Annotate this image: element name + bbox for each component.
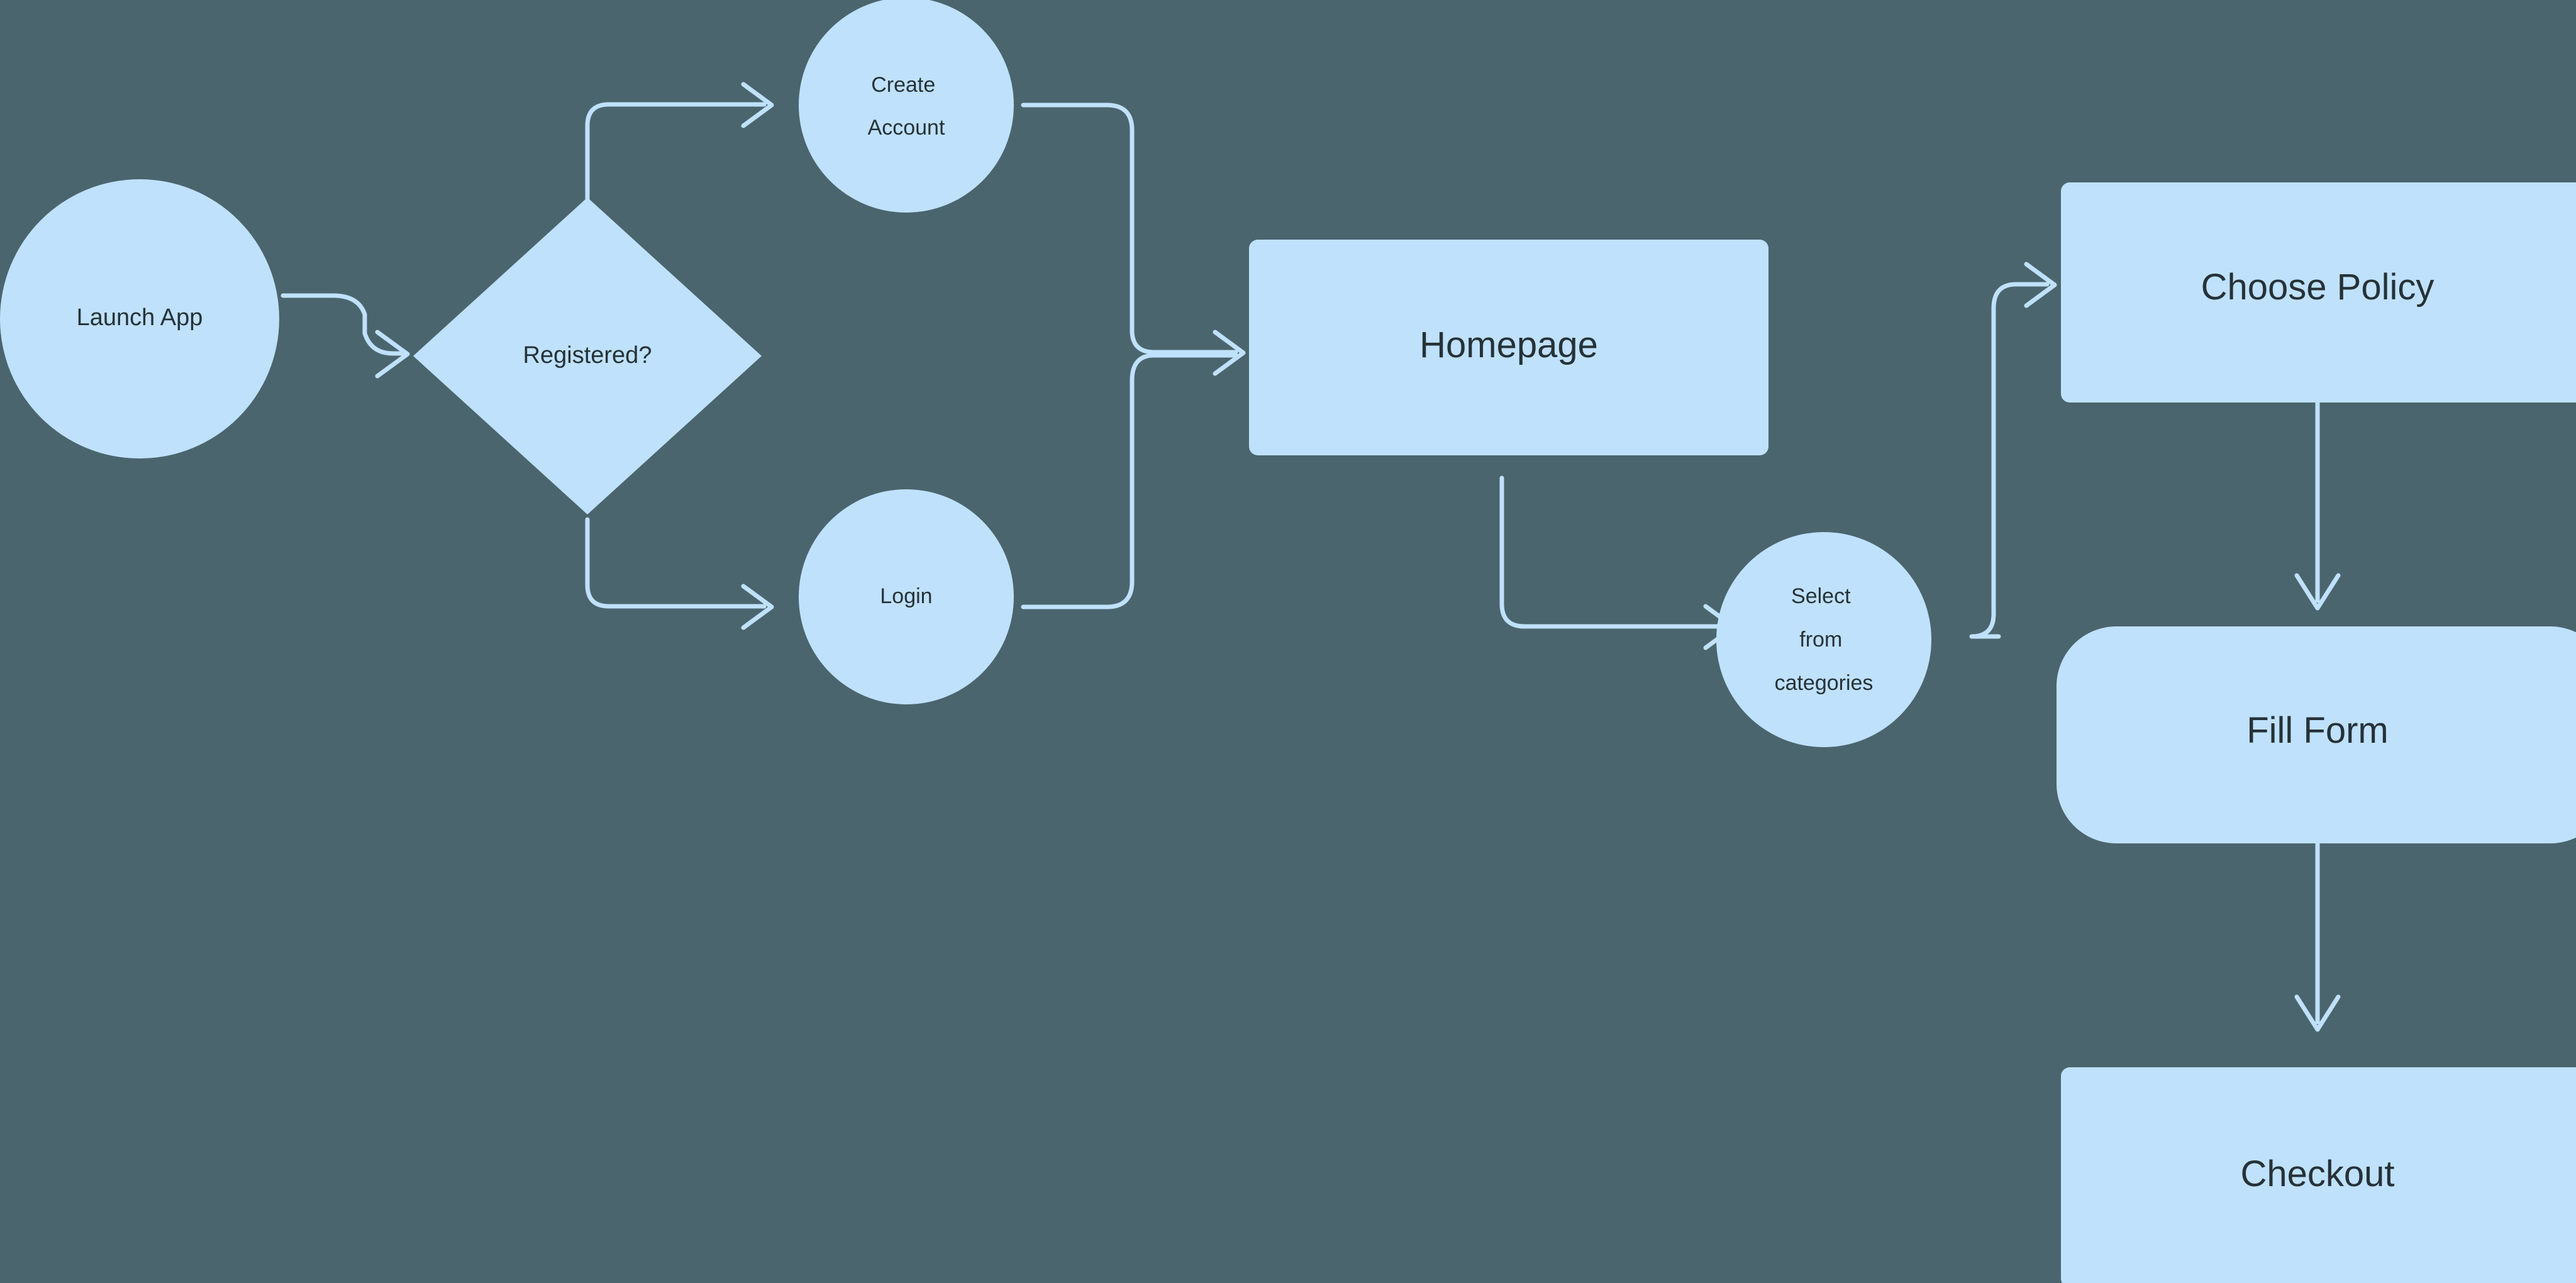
- edge-fill-form-to-checkout: [2294, 806, 2341, 1032]
- homepage-rect[interactable]: [1249, 240, 1768, 455]
- edge-homepage-to-select-categories: [1499, 475, 1736, 650]
- select-categories-circle[interactable]: [1716, 532, 1931, 747]
- node-launch-app[interactable]: Launch App: [0, 179, 279, 458]
- node-choose-policy[interactable]: Choose Policy: [2061, 182, 2576, 403]
- edge-select-categories-to-choose-policy: [1969, 262, 2057, 639]
- edge-registered-to-create-account: [585, 82, 774, 244]
- node-homepage[interactable]: Homepage: [1249, 240, 1768, 455]
- launch-app-circle[interactable]: [0, 179, 279, 458]
- launch-app-label: Launch App: [77, 304, 203, 331]
- checkout-rect[interactable]: [2061, 1067, 2576, 1283]
- node-login[interactable]: Login: [799, 489, 1014, 704]
- choose-policy-label: Choose Policy: [2201, 267, 2434, 308]
- node-select-categories[interactable]: Select from categories: [1716, 532, 1931, 747]
- login-label: Login: [880, 584, 932, 608]
- node-create-account[interactable]: Create Account: [799, 0, 1014, 213]
- registered-label: Registered?: [523, 342, 652, 369]
- node-checkout[interactable]: Checkout: [2061, 1067, 2576, 1283]
- edge-registered-to-login: [585, 517, 774, 630]
- edge-choose-policy-to-fill-form: [2294, 400, 2341, 611]
- choose-policy-rect[interactable]: [2061, 182, 2576, 403]
- node-fill-form[interactable]: Fill Form: [2057, 626, 2576, 843]
- create-account-label: Create Account: [868, 73, 945, 140]
- login-circle[interactable]: [799, 489, 1014, 704]
- edge-layer: [280, 82, 2341, 1032]
- edge-create-account-to-homepage: [1021, 103, 1246, 376]
- node-registered[interactable]: Registered?: [413, 197, 762, 514]
- edge-launch-app-to-registered: [280, 293, 410, 379]
- fill-form-label: Fill Form: [2246, 710, 2389, 751]
- checkout-label: Checkout: [2240, 1153, 2394, 1194]
- homepage-label: Homepage: [1419, 325, 1598, 365]
- create-account-circle[interactable]: [799, 0, 1014, 213]
- select-categories-label: Select from categories: [1775, 584, 1874, 695]
- fill-form-rounded-rect[interactable]: [2057, 626, 2576, 843]
- registered-diamond[interactable]: [413, 197, 762, 514]
- edge-login-to-homepage: [1021, 353, 1238, 609]
